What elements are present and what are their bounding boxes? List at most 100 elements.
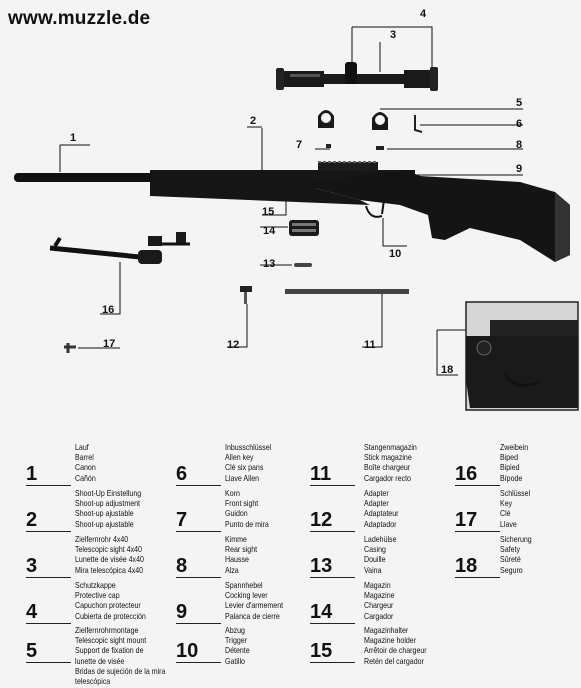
legend-term: Détente [225, 646, 250, 656]
callout-5: 5 [516, 97, 522, 109]
legend-number: 7 [176, 509, 188, 531]
legend-term: Zweibein [500, 443, 529, 452]
legend-rule [26, 577, 71, 578]
legend-number: 16 [455, 463, 478, 485]
legend-term: Magazine [364, 591, 395, 601]
legend-term: Schutzkappe [75, 581, 116, 590]
rifle [14, 161, 570, 262]
front-sight-part [326, 144, 331, 148]
legend-rule [310, 577, 355, 578]
legend-term: Key [500, 499, 513, 509]
legend-term: Chargeur [364, 601, 394, 611]
legend-term: Mira telescópica 4x40 [75, 565, 144, 575]
legend-term: Support de fixation de [75, 646, 144, 656]
legend-rule [310, 531, 355, 532]
callout-15: 15 [262, 206, 274, 218]
legend-term: Punto de mira [225, 519, 269, 529]
legend-number: 2 [26, 509, 38, 531]
legend-number: 5 [26, 640, 38, 662]
callout-2: 2 [250, 115, 256, 127]
legend-term: Adaptateur [364, 509, 399, 519]
legend-term: Cubierta de protección [75, 611, 146, 621]
legend-term: Capuchon protecteur [75, 601, 141, 611]
legend-term: Cargador [364, 611, 394, 621]
legend-term: Cañón [75, 473, 96, 483]
legend-term: Stangenmagazin [364, 443, 417, 452]
legend-rule [176, 485, 221, 486]
legend-term: Spannhebel [225, 581, 263, 590]
callout-12: 12 [227, 339, 239, 351]
legend-term: Hausse [225, 555, 249, 565]
callout-1: 1 [70, 132, 76, 144]
legend-term: Llave Allen [225, 473, 260, 483]
legend-number: 17 [455, 509, 478, 531]
legend-term: Clé [500, 509, 511, 519]
legend-rule [26, 662, 71, 663]
callout-4: 4 [420, 8, 427, 20]
legend-term: Casing [364, 545, 386, 555]
legend-term: Magazinhalter [364, 626, 409, 635]
legend-term: Kimme [225, 535, 247, 544]
legend-term: Guidon [225, 509, 248, 519]
legend-term: lunette de visée [75, 656, 125, 666]
legend-term: Zielfernrohrmontage [75, 626, 139, 635]
legend-term: Ladehülse [364, 535, 397, 544]
legend-rule [310, 662, 355, 663]
legend-term: Seguro [500, 565, 523, 575]
legend-rule [26, 623, 71, 624]
legend-term: Clé six pans [225, 463, 264, 473]
legend-term: Trigger [225, 636, 248, 646]
callout-16: 16 [102, 304, 114, 316]
legend-term: Sicherung [500, 535, 532, 544]
rear-sight-part [376, 146, 384, 150]
legend-term: Korn [225, 489, 240, 498]
legend-number: 6 [176, 463, 188, 485]
legend-term: Magazin [364, 581, 391, 590]
legend-rule [176, 531, 221, 532]
legend-term: Telescopic sight mount [75, 636, 147, 646]
legend-term: Biped [500, 453, 519, 463]
legend-rule [26, 485, 71, 486]
legend-term: Inbusschlüssel [225, 443, 272, 452]
legend-number: 13 [310, 555, 333, 577]
callout-7: 7 [296, 139, 302, 151]
legend-number: 3 [26, 555, 38, 577]
legend-term: Llave [500, 519, 517, 529]
site-url: www.muzzle.de [8, 8, 151, 29]
legend-term: Schlüssel [500, 489, 531, 498]
legend-term: Lauf [75, 443, 89, 452]
legend-term: Barrel [75, 453, 94, 463]
bipod [49, 232, 190, 264]
legend-term: Shoot-up ajustable [75, 509, 134, 519]
legend-term: Bípode [500, 473, 523, 483]
scope-mount-rings [318, 110, 388, 130]
callout-18: 18 [441, 364, 453, 376]
callout-17: 17 [103, 338, 115, 350]
legend-rule [310, 623, 355, 624]
callout-14: 14 [263, 225, 276, 237]
legend-term: Vaina [364, 565, 382, 575]
callout-lines [59, 26, 523, 376]
legend-term: Lunette de visée 4x40 [75, 555, 144, 565]
legend-term: Stick magazine [364, 453, 412, 463]
legend-rule [455, 485, 500, 486]
callout-13: 13 [263, 258, 275, 270]
legend-rule [26, 531, 71, 532]
legend-rule [455, 531, 500, 532]
allen-key [414, 115, 423, 133]
legend-term: Shoot-up adjustment [75, 499, 140, 509]
legend-term: Safety [500, 545, 520, 555]
legend-term: Canon [75, 463, 96, 473]
legend-term: Bipied [500, 463, 520, 473]
legend-term: Abzug [225, 626, 245, 635]
callout-9: 9 [516, 163, 522, 175]
legend-number: 14 [310, 601, 333, 623]
legend-term: Alza [225, 565, 239, 575]
legend-term: Allen key [225, 453, 254, 463]
telescopic-sight [276, 62, 438, 91]
legend-rule [455, 577, 500, 578]
legend-term: Adapter [364, 489, 389, 498]
callout-6: 6 [516, 118, 522, 130]
legend-term: Palanca de cierre [225, 611, 280, 621]
legend-number: 10 [176, 640, 199, 662]
